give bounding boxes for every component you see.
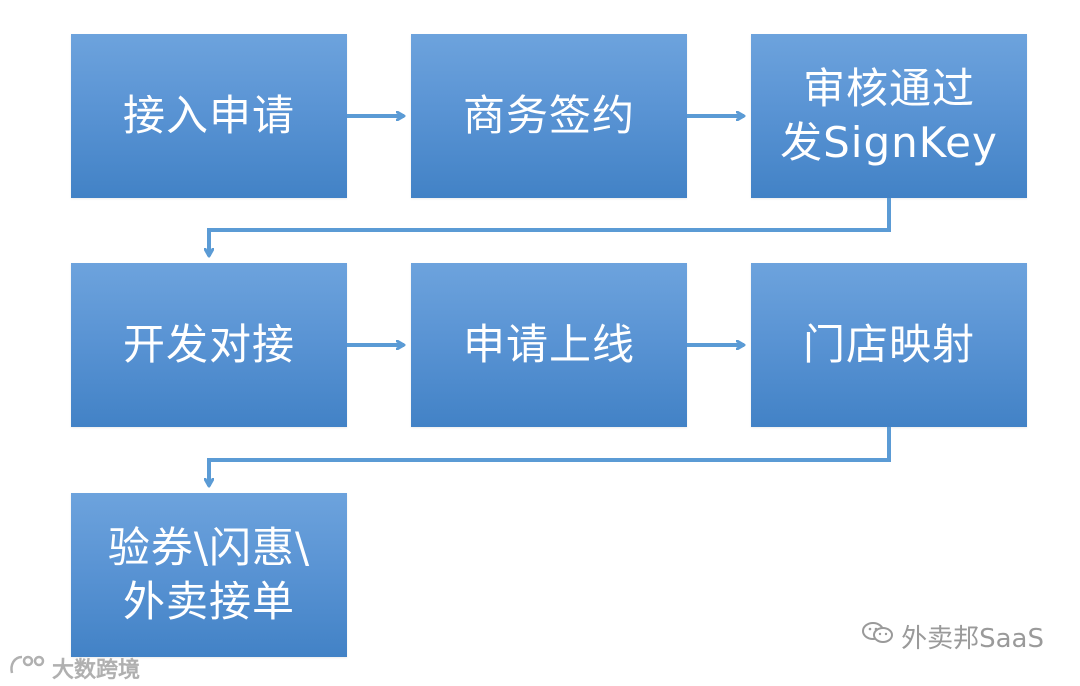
arrow-3-to-4 — [209, 198, 891, 256]
step-label: 接入申请 — [122, 91, 295, 140]
step-label: 验券\闪惠\ — [107, 523, 311, 572]
step-box-store-mapping: 门店映射 — [751, 263, 1027, 427]
arrow-6-to-7 — [209, 427, 891, 486]
watermark-left-text: 大数跨境 — [52, 658, 141, 683]
step-label: 门店映射 — [802, 320, 975, 369]
step-box-approval-signkey: 审核通过 发SignKey — [751, 34, 1027, 198]
watermark-brand: 大数跨境 — [8, 652, 140, 684]
wechat-icon — [861, 620, 895, 653]
step-box-apply-launch: 申请上线 — [411, 263, 687, 427]
step-label: 发SignKey — [780, 118, 998, 167]
step-label: 商务签约 — [462, 91, 635, 140]
step-box-development-integration: 开发对接 — [71, 263, 347, 427]
step-label: 审核通过 — [802, 64, 975, 113]
watermark-right-text: 外卖邦SaaS — [901, 624, 1044, 654]
step-box-apply-access: 接入申请 — [71, 34, 347, 198]
step-label: 外卖接单 — [122, 577, 295, 626]
step-box-order-acceptance: 验券\闪惠\ 外卖接单 — [71, 493, 347, 657]
step-label: 开发对接 — [122, 320, 295, 369]
brand-logo-icon — [8, 653, 48, 683]
step-box-business-contract: 商务签约 — [411, 34, 687, 198]
step-label: 申请上线 — [462, 320, 635, 369]
watermark-wechat-account: 外卖邦SaaS — [861, 618, 1044, 655]
